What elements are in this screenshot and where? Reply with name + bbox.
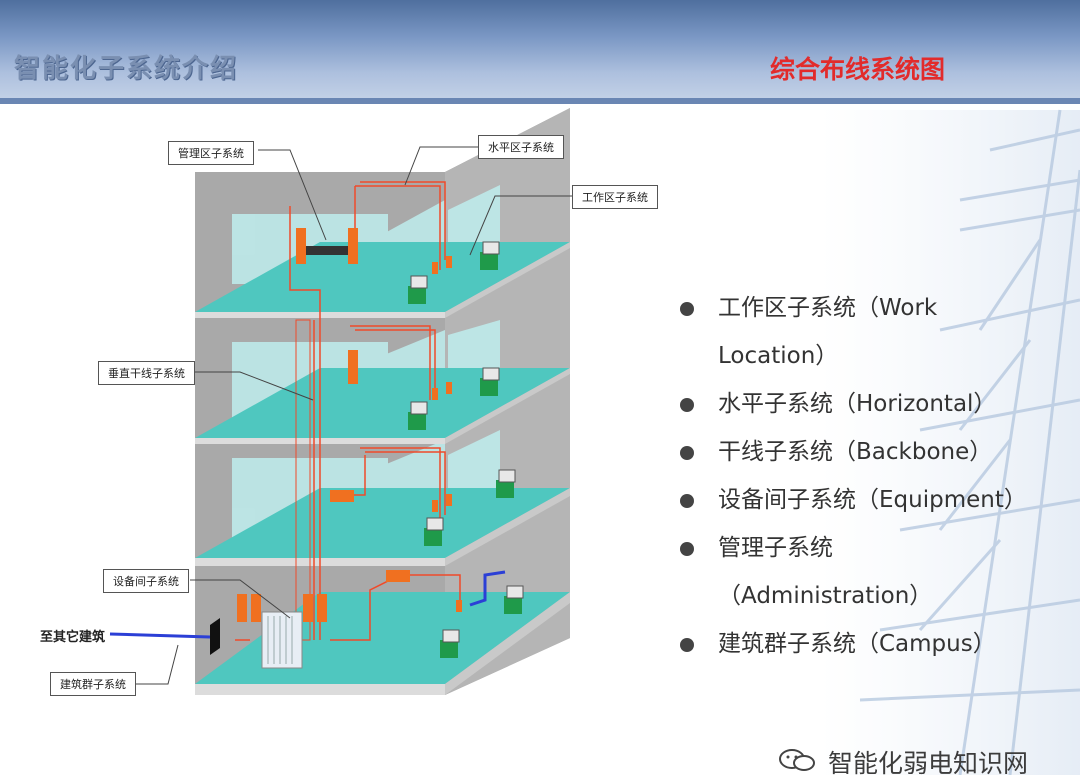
bullet-dot-icon: [680, 542, 694, 556]
subsystem-list: 工作区子系统（Work Location） 水平子系统（Horizontal） …: [680, 284, 1070, 668]
label-horizontal: 水平区子系统: [478, 135, 564, 159]
leader-lines: [130, 146, 572, 685]
list-item: 管理子系统 （Administration）: [680, 524, 1070, 620]
list-item-text: 管理子系统: [718, 535, 833, 561]
label-to-other-buildings: 至其它建筑: [40, 630, 106, 645]
bullet-dot-icon: [680, 446, 694, 460]
riser: [295, 319, 311, 641]
room-partitions: [232, 185, 500, 540]
list-item-text: 设备间子系统（Equipment）: [718, 487, 1027, 513]
list-item-text-cont: （Administration）: [718, 583, 933, 609]
list-item: 干线子系统（Backbone）: [680, 428, 1070, 476]
list-item: 建筑群子系统（Campus）: [680, 620, 1070, 668]
switch-device: [306, 246, 348, 255]
list-item: 水平子系统（Horizontal）: [680, 380, 1070, 428]
bullet-dot-icon: [680, 302, 694, 316]
header-divider: [0, 98, 1080, 104]
workstation-outlets: [408, 241, 524, 658]
label-vertical: 垂直干线子系统: [98, 361, 195, 385]
page-title: 智能化子系统介绍: [14, 54, 239, 84]
label-equipment-room: 设备间子系统: [103, 569, 189, 593]
list-item: 工作区子系统（Work Location）: [680, 284, 1070, 380]
bullet-dot-icon: [680, 638, 694, 652]
header-bar: 智能化子系统介绍 综合布线系统图: [0, 0, 1080, 104]
list-item-text: 干线子系统（Backbone）: [718, 439, 993, 465]
entrance-plate: [210, 618, 220, 655]
wechat-icon: [779, 749, 815, 771]
list-item-text-cont: Location）: [718, 343, 839, 369]
label-work-area: 工作区子系统: [572, 185, 658, 209]
bullet-dot-icon: [680, 494, 694, 508]
list-item-text: 建筑群子系统（Campus）: [718, 631, 996, 657]
distribution-frames: [237, 228, 462, 622]
label-campus: 建筑群子系统: [50, 672, 136, 696]
equipment-cabinet: [261, 611, 303, 669]
list-item: 设备间子系统（Equipment）: [680, 476, 1070, 524]
list-item-text: 水平子系统（Horizontal）: [718, 391, 997, 417]
external-cable: [109, 632, 211, 639]
cable-runs: [235, 181, 461, 641]
bullet-dot-icon: [680, 398, 694, 412]
page-subtitle: 综合布线系统图: [770, 55, 946, 84]
label-management: 管理区子系统: [168, 141, 254, 165]
floor-cable: [469, 570, 506, 607]
list-item-text: 工作区子系统（Work: [718, 295, 938, 321]
watermark-text: 智能化弱电知识网: [828, 749, 1029, 778]
